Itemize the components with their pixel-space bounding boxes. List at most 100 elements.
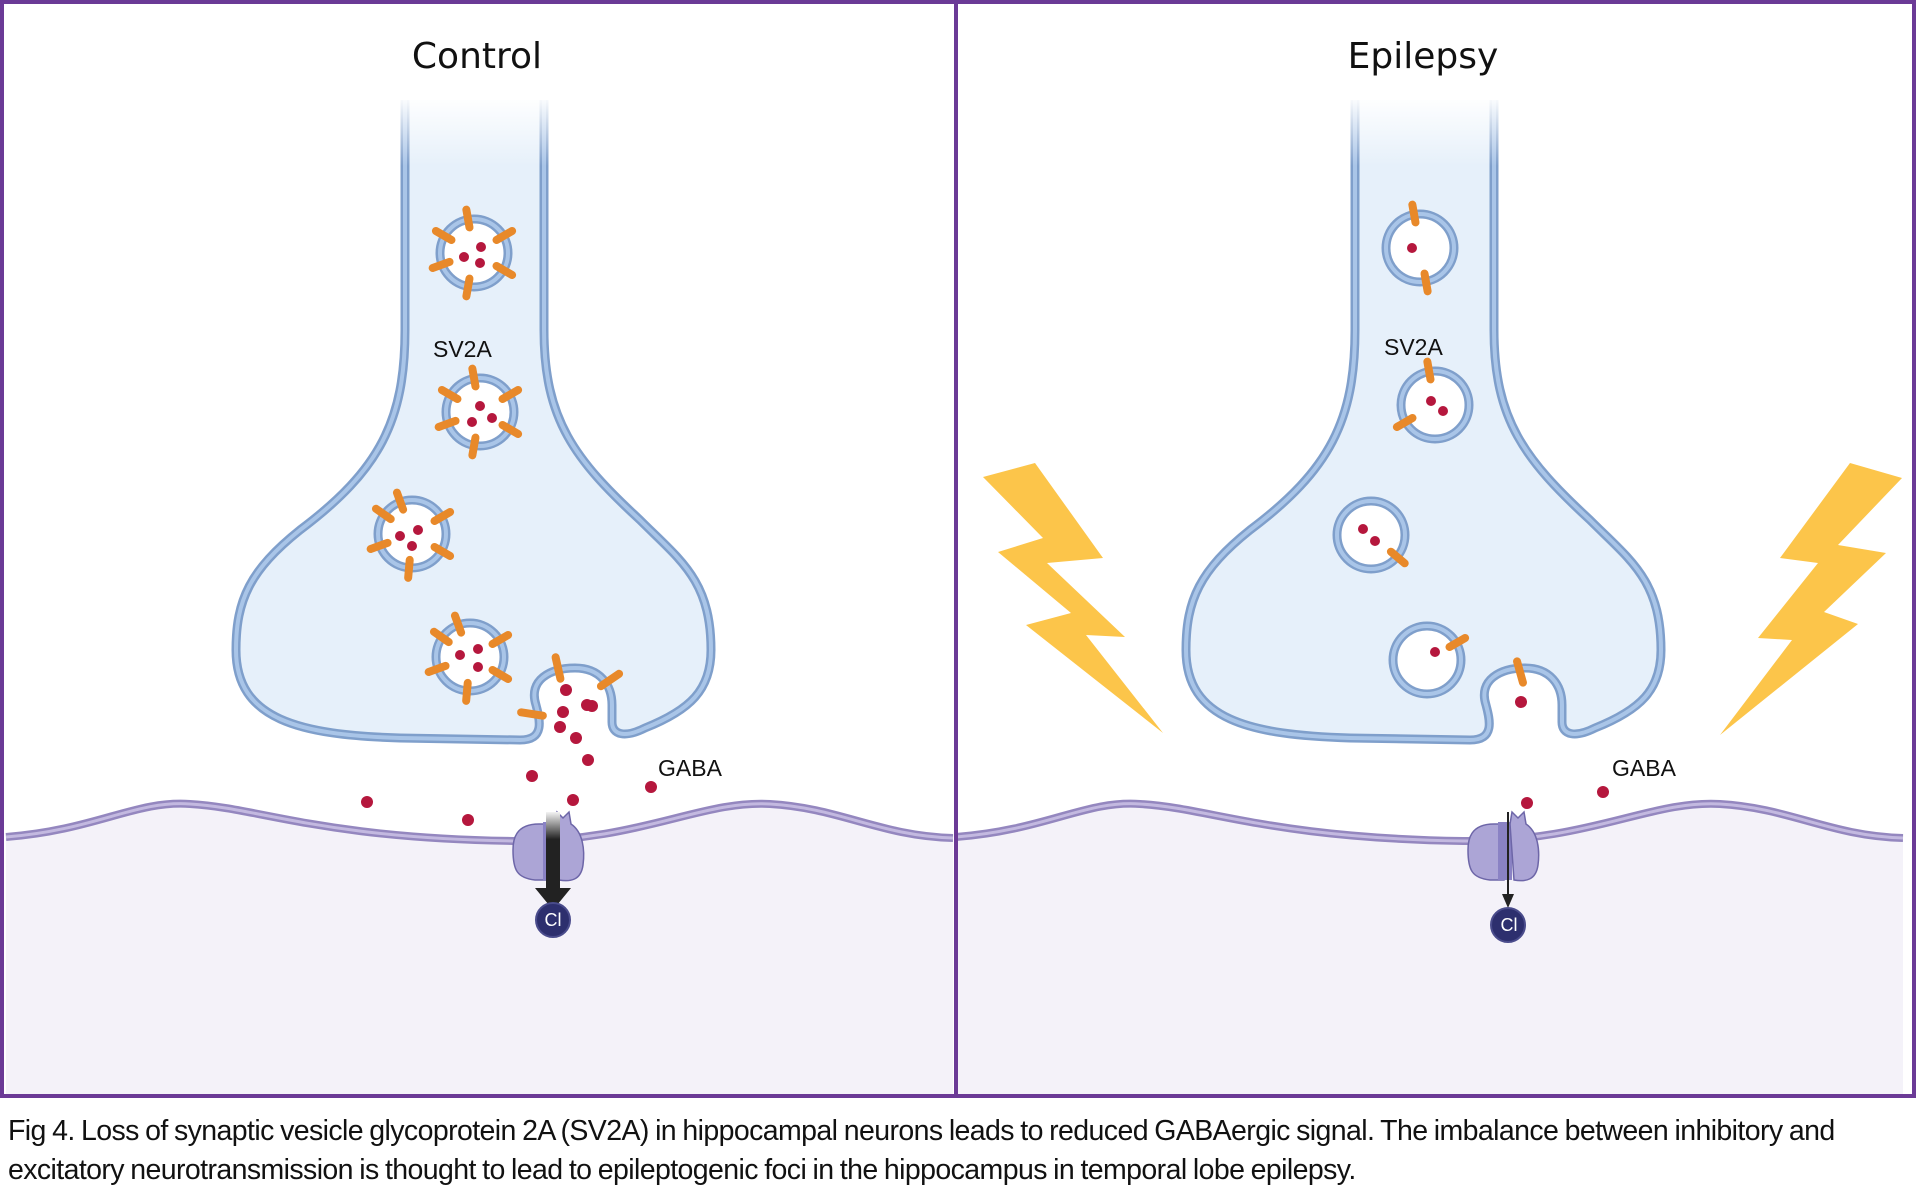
synaptic-vesicle	[424, 611, 513, 705]
gaba-molecule	[462, 814, 474, 826]
gaba-molecule	[476, 242, 486, 252]
axon-fade	[1345, 96, 1505, 166]
channel-subunit-left	[512, 823, 550, 881]
synaptic-vesicle	[1388, 621, 1470, 699]
sv2a-protein	[492, 227, 517, 244]
gaba-molecule	[554, 721, 566, 733]
gaba-molecule	[645, 781, 657, 793]
gaba-molecule	[1426, 396, 1436, 406]
gaba-molecule	[567, 794, 579, 806]
gaba-molecule	[1430, 647, 1440, 657]
gaba-molecule	[557, 706, 569, 718]
gaba-molecule	[475, 258, 485, 268]
sv2a-protein	[392, 488, 408, 514]
gaba-molecule	[526, 770, 538, 782]
sv2a-protein	[462, 678, 472, 705]
released-gaba-group	[361, 699, 657, 826]
sv2a-protein	[430, 508, 455, 525]
gaba-molecule	[459, 252, 469, 262]
gaba-molecule	[475, 401, 485, 411]
vesicle-membrane-inner	[1335, 499, 1407, 571]
presynaptic-membrane-inner	[233, 100, 714, 743]
gaba-molecule	[560, 684, 572, 696]
synaptic-vesicle	[434, 364, 523, 460]
sv2a-label: SV2A	[433, 336, 492, 362]
gaba-molecule	[487, 413, 497, 423]
vesicle-group	[1332, 200, 1527, 699]
sv2a-protein	[404, 555, 414, 582]
lightning-bolt-icon	[983, 463, 1163, 733]
sv2a-protein	[1386, 547, 1409, 568]
gaba-label: GABA	[658, 755, 723, 781]
gaba-molecule	[1407, 243, 1417, 253]
gaba-molecule	[570, 732, 582, 744]
sv2a-protein	[468, 364, 480, 391]
gaba-receptor-channel	[1467, 810, 1540, 943]
synaptic-vesicle	[366, 488, 455, 582]
sv2a-protein	[492, 262, 517, 279]
gaba-molecule	[1438, 406, 1448, 416]
sv2a-protein	[488, 631, 513, 648]
sv2a-protein	[596, 669, 624, 691]
gaba-molecule	[1521, 797, 1533, 809]
sv2a-protein	[430, 543, 455, 560]
sv2a-protein	[1392, 414, 1417, 431]
chloride-ion	[1490, 907, 1526, 943]
sv2a-protein	[462, 205, 474, 232]
gaba-molecule	[407, 541, 417, 551]
gaba-molecule	[1597, 786, 1609, 798]
postsynaptic-membrane-inner	[5, 802, 954, 843]
vesicle-membrane-inner	[1399, 369, 1471, 441]
lightning-bolt-icon	[1720, 463, 1902, 735]
gaba-receptor-channel	[512, 810, 585, 938]
gaba-molecule	[395, 531, 405, 541]
sv2a-protein	[428, 257, 454, 273]
gaba-label: GABA	[1612, 755, 1677, 781]
postsynaptic-neuron	[5, 799, 954, 1094]
sv2a-protein	[462, 274, 474, 301]
gaba-molecule	[582, 754, 594, 766]
sv2a-protein	[429, 627, 453, 647]
sv2a-protein	[431, 227, 456, 244]
chloride-flux-arrow-icon	[546, 812, 560, 890]
arrow-head-icon	[1502, 894, 1514, 908]
synaptic-vesicle	[1381, 200, 1459, 296]
vesicle-membrane-inner	[1384, 212, 1456, 284]
gaba-molecule	[473, 662, 483, 672]
sv2a-protein	[434, 416, 460, 432]
hyperexcitability-group	[983, 463, 1902, 735]
gaba-molecule	[361, 796, 373, 808]
sv2a-protein	[1445, 634, 1470, 651]
released-gaba-group	[1515, 696, 1609, 809]
figure-caption: Fig 4. Loss of synaptic vesicle glycopro…	[8, 1115, 1835, 1186]
sv2a-protein	[488, 666, 513, 683]
sv2a-protein	[1513, 657, 1527, 687]
arrow-head-icon	[535, 888, 571, 910]
postsynaptic-neuron	[955, 799, 1904, 1094]
synaptic-vesicle	[1392, 357, 1474, 444]
presynaptic-membrane-inner	[1183, 100, 1664, 743]
chloride-ion-label: Cl	[545, 910, 562, 930]
sv2a-protein	[371, 504, 395, 524]
panel-title-control: Control	[412, 36, 542, 77]
gaba-molecule	[473, 644, 483, 654]
sv2a-protein	[366, 538, 392, 554]
sv2a-protein	[551, 653, 565, 683]
synaptic-vesicle	[428, 205, 517, 301]
sv2a-protein	[1423, 357, 1435, 384]
postsynaptic-membrane-inner	[955, 802, 1904, 843]
sv2a-protein	[450, 611, 466, 637]
sv2a-protein	[424, 661, 450, 677]
chloride-ion	[535, 902, 571, 938]
sv2a-protein	[437, 386, 462, 403]
sv2a-protein	[1408, 200, 1420, 227]
gaba-molecule	[581, 699, 593, 711]
sv2a-protein	[517, 708, 547, 720]
vesicle-membrane-inner	[1391, 624, 1463, 696]
channel-subunit-right	[1509, 810, 1540, 882]
sv2a-label: SV2A	[1384, 334, 1443, 360]
panel-title-epilepsy: Epilepsy	[1348, 36, 1499, 77]
